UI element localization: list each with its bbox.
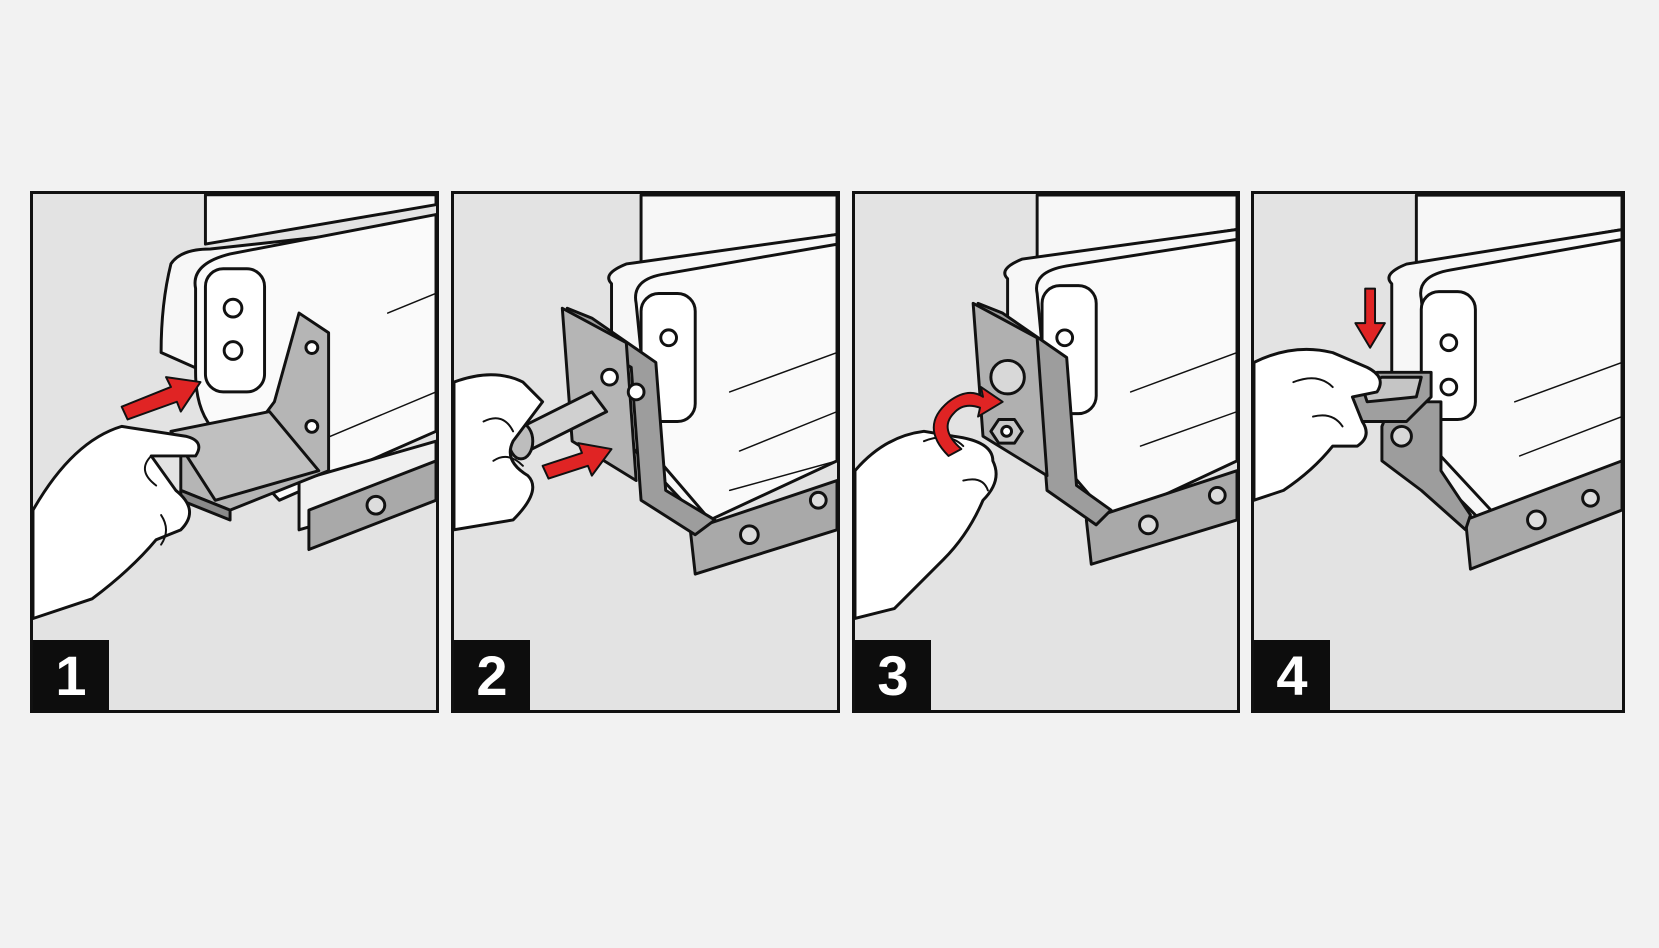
step-number-badge: 4: [1254, 640, 1330, 710]
step-1-illustration: [33, 194, 436, 620]
mounting-rail: [688, 479, 837, 576]
rail-bolt-icon: [1138, 514, 1159, 536]
rail-bolt-icon: [739, 524, 760, 546]
mount-hole: [1439, 377, 1459, 397]
housing-top: [1035, 194, 1237, 261]
step-panel-3: 3: [852, 191, 1240, 713]
arrow-right-icon: [541, 442, 613, 480]
step-4-illustration: [1254, 194, 1622, 571]
step-2-illustration: [454, 194, 837, 576]
step-number-badge: 2: [454, 640, 530, 710]
housing-top: [203, 194, 436, 246]
mount-hole: [222, 340, 244, 361]
arrow-down-icon: [1354, 287, 1386, 349]
step-number-badge: 3: [855, 640, 931, 710]
mounting-rail: [1084, 469, 1237, 566]
mount-hole: [659, 328, 678, 348]
pin-head: [989, 358, 1026, 396]
arrow-right-icon: [120, 376, 202, 421]
pin-head: [1390, 424, 1413, 448]
rail-bolt-icon: [808, 490, 828, 510]
step-panel-2: 2: [451, 191, 840, 713]
mount-hole: [222, 297, 244, 319]
rail-bolt-icon: [1581, 488, 1600, 508]
hand: [33, 424, 201, 620]
rail-bolt-icon: [1207, 485, 1227, 505]
hand: [855, 429, 998, 620]
mount-hole: [1055, 328, 1075, 348]
rail-bolt-icon: [1526, 509, 1547, 531]
mount-hole: [1439, 333, 1459, 353]
step-number-badge: 1: [33, 640, 109, 710]
housing-top: [639, 194, 837, 266]
hand: [1254, 347, 1382, 502]
housing-top: [1414, 194, 1622, 266]
rotate-arrow-icon: [932, 386, 1004, 457]
housing-end: [203, 267, 267, 394]
rail-bolt-icon: [365, 494, 387, 516]
housing-end: [1419, 290, 1477, 422]
step-3-illustration: [855, 194, 1237, 620]
step-panel-1: 1: [30, 191, 439, 713]
step-panel-4: 4: [1251, 191, 1625, 713]
